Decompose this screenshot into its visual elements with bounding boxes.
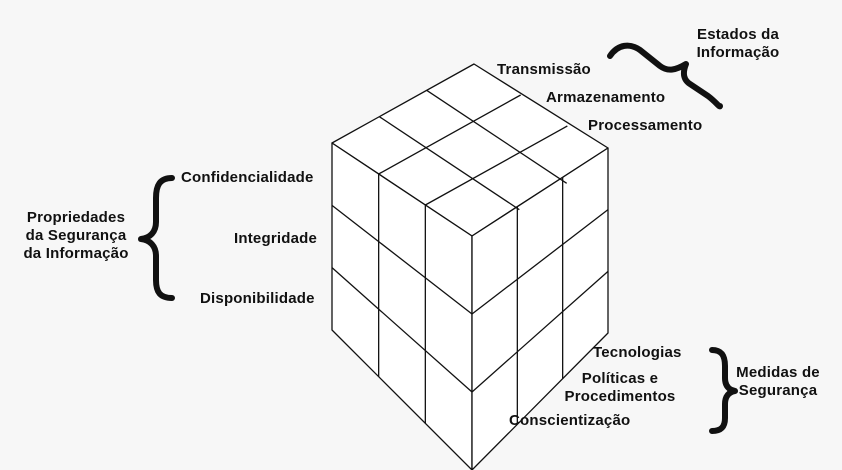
measure-label-awareness: Conscientização xyxy=(509,412,631,429)
states-brace-icon xyxy=(607,42,723,110)
cube-right-grid-line xyxy=(471,209,609,315)
state-label-storage: Armazenamento xyxy=(546,89,666,106)
state-label-transmission: Transmissão xyxy=(497,61,591,78)
cube-left-grid-line xyxy=(331,204,473,315)
measures-group-title: Medidas de Segurança xyxy=(736,364,820,399)
cube-top-grid-line xyxy=(378,94,521,175)
cube-top-grid-line xyxy=(426,89,568,184)
cube-top-grid-line xyxy=(378,116,520,211)
measure-label-policies: Políticas e Procedimentos xyxy=(564,370,676,405)
cube-top-grid-line xyxy=(425,125,568,206)
measures-brace-icon xyxy=(709,347,738,434)
properties-group-title: Propriedades da Segurança da Informação xyxy=(23,209,129,262)
property-label-confidentiality: Confidencialidade xyxy=(181,169,314,186)
state-label-processing: Processamento xyxy=(588,117,703,134)
cube-right-grid-line xyxy=(471,270,609,393)
states-group-title: Estados da Informação xyxy=(696,26,780,61)
properties-brace-icon xyxy=(138,175,175,301)
measure-label-technologies: Tecnologias xyxy=(593,344,682,361)
cube-left-grid-line xyxy=(331,267,473,393)
property-label-availability: Disponibilidade xyxy=(200,290,315,307)
property-label-integrity: Integridade xyxy=(234,230,318,247)
